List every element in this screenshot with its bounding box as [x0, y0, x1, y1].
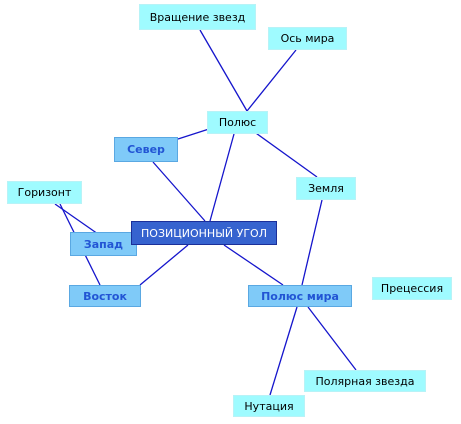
node-west[interactable]: Запад	[70, 232, 137, 256]
node-earth[interactable]: Земля	[296, 177, 356, 200]
link-pole-earth	[252, 130, 318, 178]
link-rotation-pole	[199, 29, 248, 112]
link-central-east	[139, 244, 189, 286]
link-celestial-pole-nutation	[269, 306, 298, 396]
node-celestial-pole[interactable]: Полюс мира	[248, 285, 352, 307]
node-precession[interactable]: Прецессия	[372, 277, 452, 300]
link-earth-celestial-pole	[301, 199, 323, 286]
node-pole[interactable]: Полюс	[207, 111, 268, 134]
node-polar-star[interactable]: Полярная звезда	[304, 370, 426, 392]
link-pole-central	[209, 133, 235, 222]
node-horizon[interactable]: Горизонт	[7, 181, 82, 204]
link-celestial-pole-polar-star	[307, 306, 357, 371]
node-north[interactable]: Север	[114, 137, 178, 162]
link-north-central	[152, 161, 206, 222]
node-world-axis[interactable]: Ось мира	[268, 27, 347, 50]
link-pole-north	[177, 128, 210, 140]
node-rotation-of-stars[interactable]: Вращение звезд	[139, 4, 256, 30]
link-axis-pole	[246, 49, 297, 112]
link-horizon-west	[54, 203, 99, 235]
node-nutation[interactable]: Нутация	[233, 395, 305, 417]
node-east[interactable]: Восток	[69, 285, 141, 307]
link-central-celestial-pole	[223, 244, 284, 286]
node-position-angle[interactable]: ПОЗИЦИОННЫЙ УГОЛ	[131, 221, 277, 245]
